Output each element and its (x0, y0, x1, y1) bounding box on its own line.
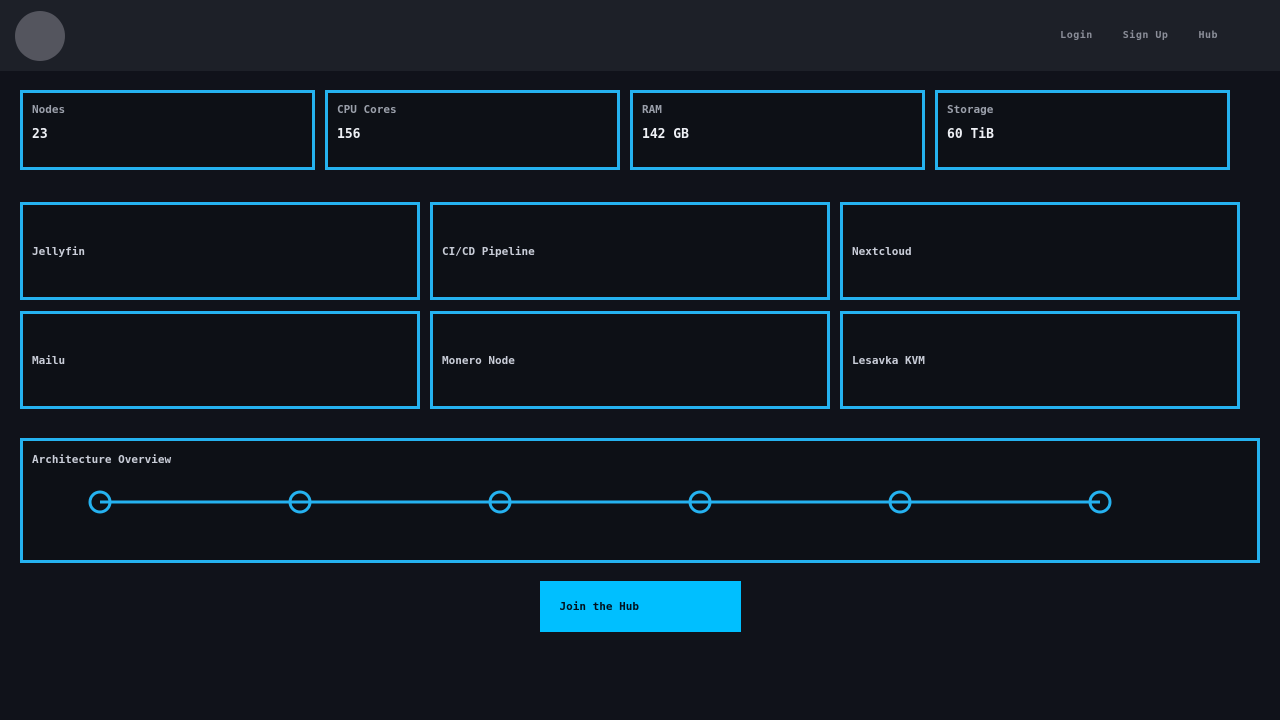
stat-value: 156 (337, 127, 361, 142)
cta-row: Join the Hub (20, 581, 1260, 632)
stat-value: 60 TiB (947, 127, 994, 142)
avatar[interactable] (15, 10, 65, 61)
nav-links: Login Sign Up Hub (1060, 30, 1218, 41)
service-card-mailu[interactable]: Mailu (20, 311, 420, 409)
stat-card-ram: RAM 142 GB (630, 90, 925, 170)
nav-link-login[interactable]: Login (1060, 30, 1093, 41)
architecture-node-diagram (88, 490, 1112, 514)
service-name: Mailu (32, 353, 66, 367)
service-name: Lesavka KVM (852, 353, 925, 367)
stat-card-nodes: Nodes 23 (20, 90, 315, 170)
join-hub-button[interactable]: Join the Hub (539, 581, 741, 632)
stat-label: Nodes (32, 103, 66, 116)
nav-link-signup[interactable]: Sign Up (1122, 30, 1169, 41)
service-card-cicd-pipeline[interactable]: CI/CD Pipeline (430, 202, 830, 300)
stat-value: 142 GB (642, 127, 689, 142)
stats-row: Nodes 23 CPU Cores 156 RAM 142 GB Storag… (20, 90, 1260, 170)
stat-value: 23 (32, 127, 48, 142)
main-content: Nodes 23 CPU Cores 156 RAM 142 GB Storag… (0, 71, 1280, 632)
stat-label: RAM (642, 103, 662, 116)
service-card-monero-node[interactable]: Monero Node (430, 311, 830, 409)
services-grid: Jellyfin CI/CD Pipeline Nextcloud Mailu … (20, 202, 1260, 409)
stat-card-cpu-cores: CPU Cores 156 (325, 90, 620, 170)
service-name: Monero Node (442, 353, 515, 367)
stat-label: CPU Cores (337, 103, 397, 116)
service-name: CI/CD Pipeline (442, 244, 535, 258)
service-card-nextcloud[interactable]: Nextcloud (840, 202, 1240, 300)
stat-label: Storage (947, 103, 994, 116)
service-card-jellyfin[interactable]: Jellyfin (20, 202, 420, 300)
architecture-panel: Architecture Overview (20, 438, 1260, 563)
service-name: Jellyfin (32, 244, 85, 258)
architecture-title: Architecture Overview (32, 453, 172, 466)
nav-link-hub[interactable]: Hub (1198, 30, 1218, 41)
navbar: Login Sign Up Hub (0, 0, 1280, 71)
service-name: Nextcloud (852, 244, 912, 258)
stat-card-storage: Storage 60 TiB (935, 90, 1230, 170)
service-card-lesavka-kvm[interactable]: Lesavka KVM (840, 311, 1240, 409)
